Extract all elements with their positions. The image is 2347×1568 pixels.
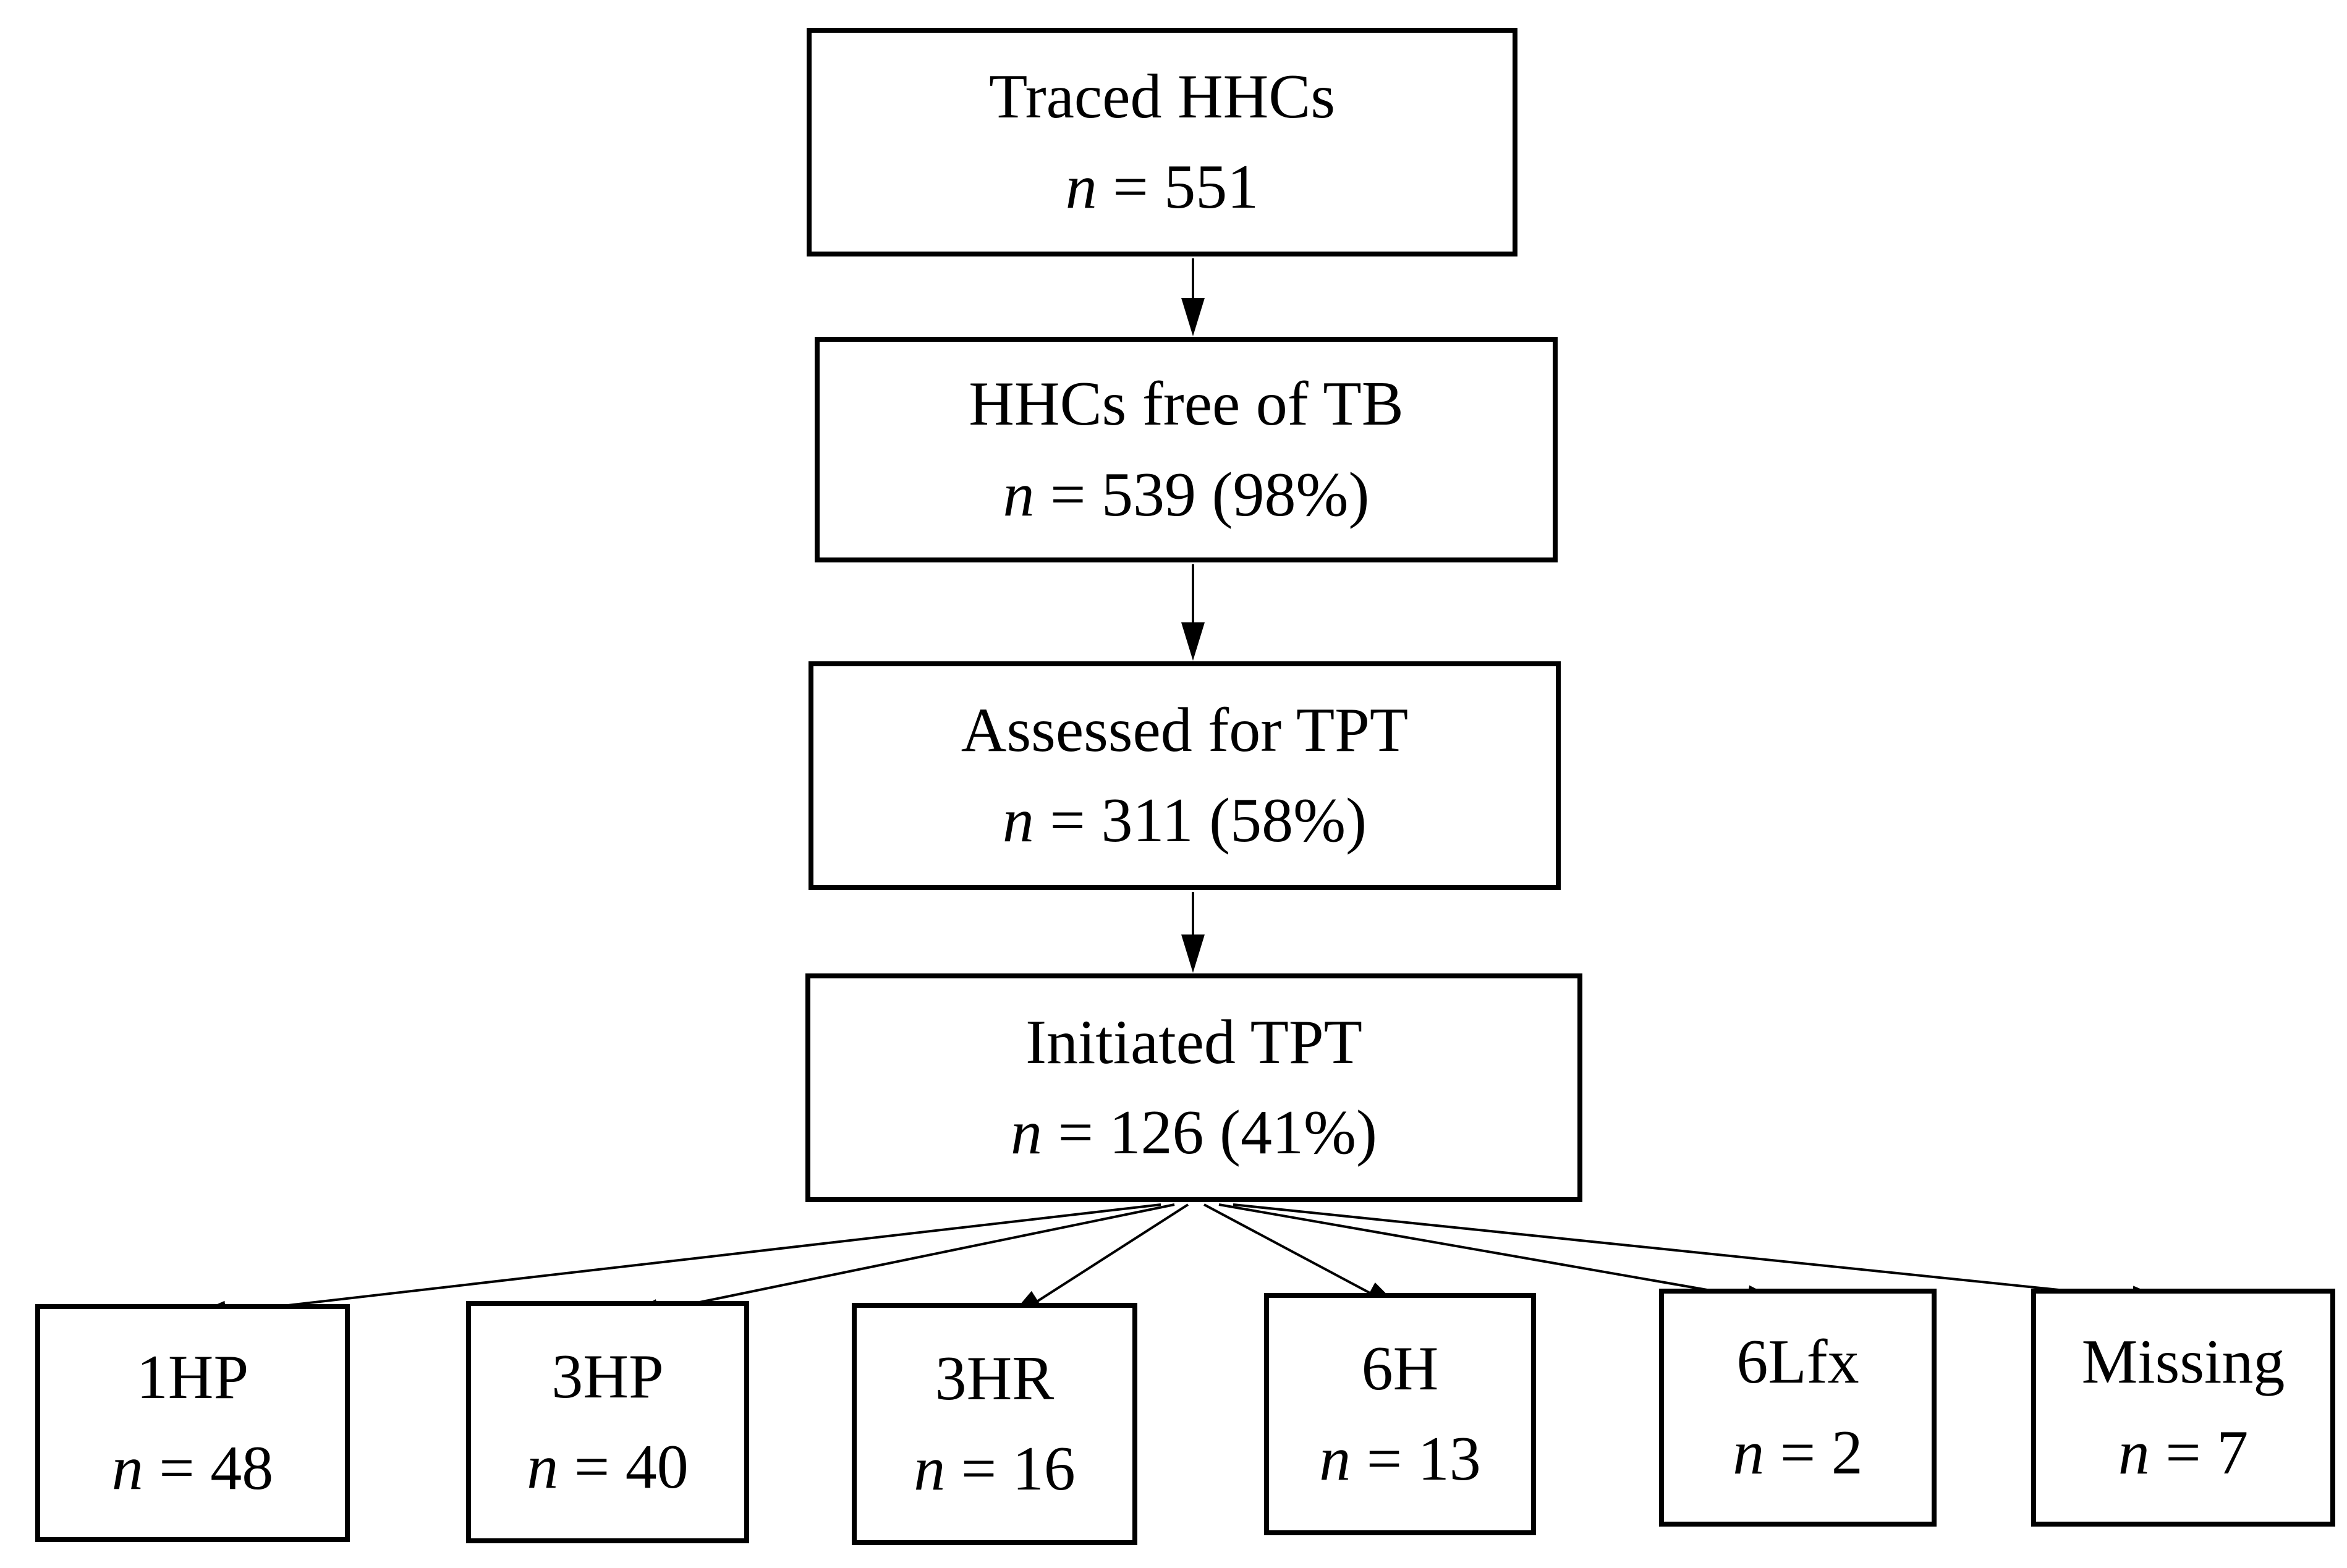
- n-value: = 311 (58%): [1033, 786, 1367, 855]
- box-title: HHCs free of TB: [969, 369, 1404, 439]
- box-count: n = 551: [1066, 152, 1259, 222]
- flow-box-6lfx: 6Lfx n = 2: [1659, 1289, 1937, 1527]
- box-title: 6H: [1361, 1333, 1439, 1404]
- flow-box-3hp: 3HP n = 40: [466, 1301, 749, 1543]
- n-symbol: n: [1002, 786, 1034, 855]
- n-value: = 126 (41%): [1042, 1098, 1377, 1168]
- flow-box-6h: 6H n = 13: [1264, 1293, 1536, 1535]
- box-count: n = 539 (98%): [1003, 460, 1370, 530]
- flow-box-traced-hhcs: Traced HHCs n = 551: [807, 28, 1517, 256]
- flow-box-hhcs-free-of-tb: HHCs free of TB n = 539 (98%): [815, 337, 1558, 562]
- box-count: n = 48: [112, 1433, 274, 1504]
- n-symbol: n: [527, 1432, 559, 1502]
- box-count: n = 16: [914, 1434, 1076, 1504]
- n-value: = 40: [558, 1432, 689, 1502]
- n-value: = 48: [143, 1433, 274, 1503]
- box-title: 6Lfx: [1736, 1327, 1859, 1397]
- box-title: Traced HHCs: [988, 61, 1336, 132]
- box-title: 3HR: [935, 1343, 1055, 1413]
- n-value: = 7: [2149, 1417, 2249, 1488]
- n-value: = 551: [1097, 152, 1259, 222]
- arrow-step3-reg5: [1233, 1203, 2170, 1310]
- flow-box-3hr: 3HR n = 16: [852, 1303, 1137, 1545]
- n-symbol: n: [1319, 1424, 1351, 1494]
- n-symbol: n: [111, 1433, 143, 1503]
- n-symbol: n: [914, 1434, 946, 1504]
- n-symbol: n: [2118, 1417, 2150, 1488]
- box-title: Missing: [2081, 1327, 2285, 1397]
- box-count: n = 126 (41%): [1011, 1098, 1377, 1168]
- n-symbol: n: [1003, 459, 1035, 530]
- n-symbol: n: [1011, 1098, 1043, 1168]
- box-count: n = 40: [527, 1432, 689, 1502]
- box-count: n = 311 (58%): [1003, 786, 1367, 856]
- arrow-step3-reg0: [188, 1203, 1161, 1324]
- flow-box-missing: Missing n = 7: [2031, 1289, 2335, 1527]
- n-value: = 539 (98%): [1034, 459, 1370, 530]
- box-title: Initiated TPT: [1025, 1007, 1362, 1077]
- n-value: = 16: [945, 1434, 1076, 1504]
- n-symbol: n: [1733, 1417, 1765, 1488]
- n-value: = 13: [1351, 1424, 1481, 1494]
- flow-box-assessed-for-tpt: Assessed for TPT n = 311 (58%): [809, 661, 1561, 890]
- box-title: 1HP: [136, 1342, 249, 1413]
- flow-box-initiated-tpt: Initiated TPT n = 126 (41%): [805, 973, 1582, 1202]
- box-title: Assessed for TPT: [961, 695, 1409, 765]
- n-symbol: n: [1065, 152, 1097, 222]
- box-count: n = 7: [2118, 1418, 2249, 1488]
- n-value: = 2: [1764, 1417, 1863, 1488]
- box-count: n = 2: [1733, 1418, 1863, 1488]
- flow-box-1hp: 1HP n = 48: [35, 1304, 350, 1542]
- box-title: 3HP: [551, 1341, 664, 1412]
- box-count: n = 13: [1319, 1424, 1481, 1494]
